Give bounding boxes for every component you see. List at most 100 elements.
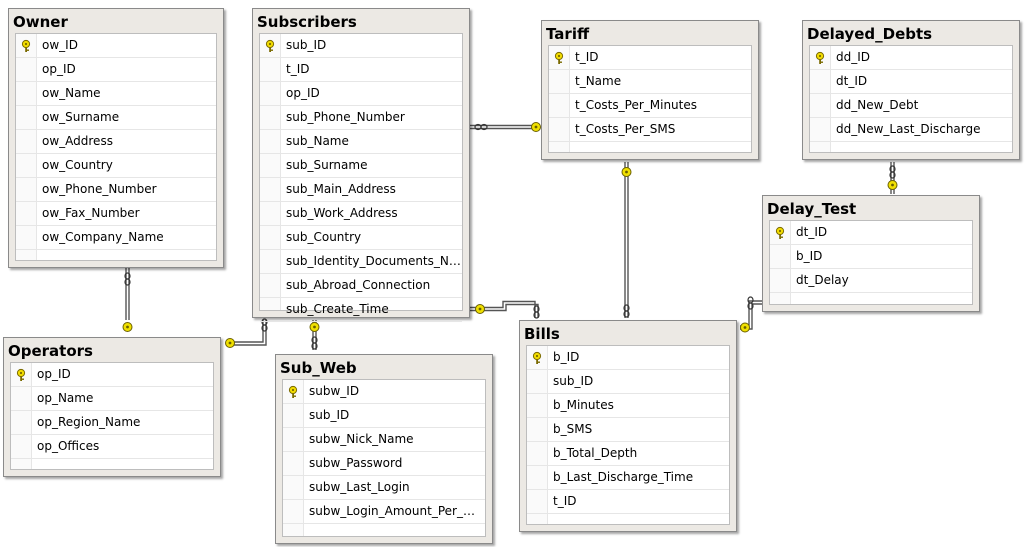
column-name: b_ID — [796, 249, 823, 263]
column-row[interactable]: sub_Identity_Documents_Num... — [260, 250, 462, 274]
column-name: dd_New_Last_Discharge — [836, 122, 981, 136]
column-row[interactable]: b_ID — [527, 346, 729, 370]
column-name: sub_ID — [286, 38, 327, 52]
column-name: subw_Login_Amount_Per_Mon... — [309, 504, 485, 518]
column-row[interactable]: t_ID — [549, 46, 751, 70]
column-row[interactable]: op_ID — [16, 58, 216, 82]
column-name: op_ID — [42, 62, 76, 76]
column-row[interactable]: dt_ID — [810, 70, 1012, 94]
column-row[interactable]: sub_Country — [260, 226, 462, 250]
column-row[interactable]: b_ID — [770, 245, 972, 269]
column-row[interactable]: t_Costs_Per_SMS — [549, 118, 751, 142]
column-row[interactable]: sub_Surname — [260, 154, 462, 178]
column-row[interactable]: op_ID — [260, 82, 462, 106]
column-row[interactable]: dd_New_Last_Discharge — [810, 118, 1012, 142]
table-title: Tariff — [546, 25, 590, 43]
column-row[interactable]: b_SMS — [527, 418, 729, 442]
column-name: b_ID — [553, 350, 580, 364]
primary-key-icon — [531, 350, 545, 364]
column-row[interactable]: sub_Main_Address — [260, 178, 462, 202]
column-row[interactable]: sub_Create_Time — [260, 298, 462, 322]
column-row[interactable]: ow_Address — [16, 130, 216, 154]
column-row[interactable]: ow_Name — [16, 82, 216, 106]
column-row[interactable]: op_ID — [11, 363, 213, 387]
primary-key-icon — [553, 50, 567, 64]
table-title: Operators — [8, 342, 93, 360]
column-row[interactable]: subw_Nick_Name — [283, 428, 485, 452]
column-name: dt_ID — [836, 74, 868, 88]
column-name: t_Costs_Per_SMS — [575, 122, 676, 136]
column-row[interactable]: t_ID — [260, 58, 462, 82]
table-title: Sub_Web — [280, 359, 357, 377]
column-name: t_ID — [286, 62, 310, 76]
column-row[interactable]: ow_Company_Name — [16, 226, 216, 250]
primary-key-icon — [20, 38, 34, 52]
column-row[interactable]: op_Offices — [11, 435, 213, 459]
column-name: sub_Main_Address — [286, 182, 396, 196]
column-row[interactable]: ow_Phone_Number — [16, 178, 216, 202]
column-row[interactable]: ow_ID — [16, 34, 216, 58]
column-name: sub_Surname — [286, 158, 368, 172]
table-sub-web[interactable]: Sub_Web subw_ID sub_ID subw_Nick_Name subw_… — [275, 354, 493, 544]
column-name: sub_Country — [286, 230, 362, 244]
column-name: t_Costs_Per_Minutes — [575, 98, 697, 112]
column-row[interactable]: t_ID — [527, 490, 729, 514]
column-name: b_Total_Depth — [553, 446, 638, 460]
column-name: sub_ID — [309, 408, 350, 422]
column-row[interactable]: b_Minutes — [527, 394, 729, 418]
column-name: sub_Work_Address — [286, 206, 398, 220]
column-row[interactable]: dt_ID — [770, 221, 972, 245]
column-row[interactable]: subw_Last_Login — [283, 476, 485, 500]
column-row[interactable]: subw_Password — [283, 452, 485, 476]
column-name: ow_Country — [42, 158, 113, 172]
column-name: dt_ID — [796, 225, 828, 239]
table-title: Delayed_Debts — [807, 25, 933, 43]
column-name: dd_ID — [836, 50, 871, 64]
column-row[interactable]: sub_Abroad_Connection — [260, 274, 462, 298]
column-row[interactable]: ow_Surname — [16, 106, 216, 130]
column-list: dt_ID b_ID dt_Delay — [769, 220, 973, 305]
table-title: Delay_Test — [767, 200, 857, 218]
column-row[interactable]: b_Last_Discharge_Time — [527, 466, 729, 490]
column-row[interactable]: t_Name — [549, 70, 751, 94]
column-row[interactable]: sub_Work_Address — [260, 202, 462, 226]
column-row[interactable]: ow_Country — [16, 154, 216, 178]
column-name: t_ID — [553, 494, 577, 508]
primary-key-icon — [814, 50, 828, 64]
column-name: subw_Password — [309, 456, 403, 470]
column-row[interactable]: dd_New_Debt — [810, 94, 1012, 118]
table-title: Bills — [524, 325, 560, 343]
table-tariff[interactable]: Tariff t_ID t_Name t_Costs_Per_Minutes t_Co… — [541, 20, 759, 160]
column-row[interactable]: sub_ID — [283, 404, 485, 428]
column-row[interactable]: b_Total_Depth — [527, 442, 729, 466]
table-title: Subscribers — [257, 13, 357, 31]
table-delay-test[interactable]: Delay_Test dt_ID b_ID dt_Delay — [762, 195, 980, 312]
column-row[interactable]: dt_Delay — [770, 269, 972, 293]
column-row[interactable]: op_Name — [11, 387, 213, 411]
column-row[interactable]: subw_ID — [283, 380, 485, 404]
column-name: b_SMS — [553, 422, 593, 436]
column-row[interactable]: sub_ID — [260, 34, 462, 58]
column-row[interactable]: sub_Phone_Number — [260, 106, 462, 130]
column-row[interactable]: ow_Fax_Number — [16, 202, 216, 226]
column-row[interactable]: sub_ID — [527, 370, 729, 394]
relation-bills-delaytest — [740, 296, 762, 333]
column-name: sub_Abroad_Connection — [286, 278, 431, 292]
column-row[interactable]: op_Region_Name — [11, 411, 213, 435]
column-name: subw_Nick_Name — [309, 432, 414, 446]
column-row[interactable]: t_Costs_Per_Minutes — [549, 94, 751, 118]
column-row[interactable]: subw_Login_Amount_Per_Mon... — [283, 500, 485, 524]
table-delayed-debts[interactable]: Delayed_Debts dd_ID dt_ID dd_New_Debt dd_Ne… — [802, 20, 1020, 160]
column-row[interactable]: dd_ID — [810, 46, 1012, 70]
relation-subscribers-operators — [225, 318, 268, 348]
column-row[interactable]: sub_Name — [260, 130, 462, 154]
relation-subscribers-tariff — [470, 122, 541, 132]
column-name: t_Name — [575, 74, 622, 88]
